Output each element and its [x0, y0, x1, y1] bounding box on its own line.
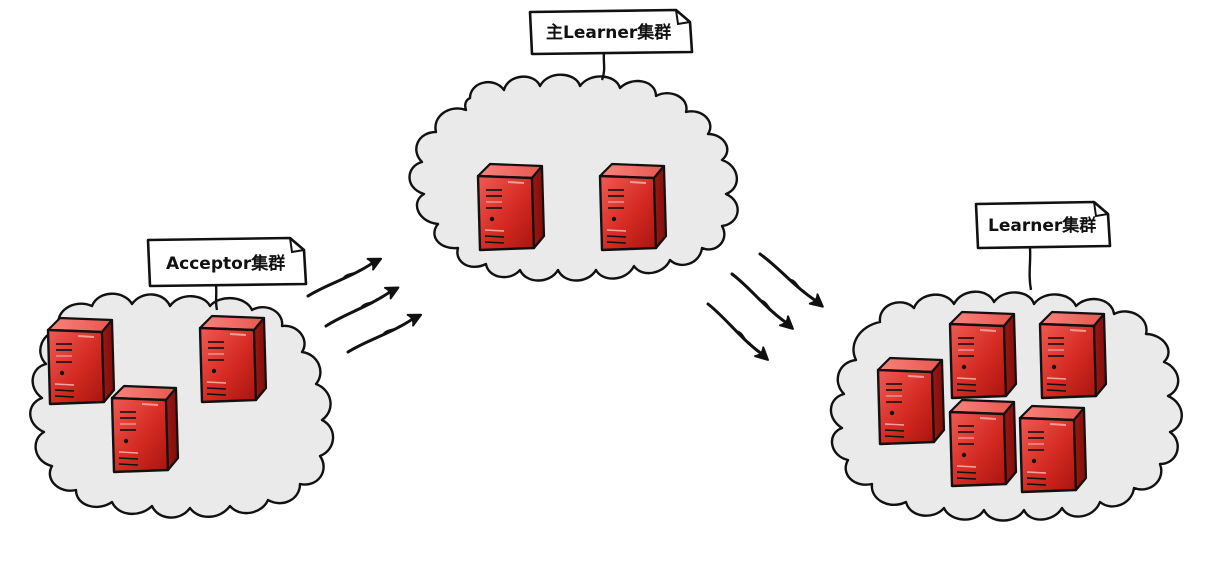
- acceptor-server-1: [46, 316, 116, 406]
- arrow-primary-learner-1: [754, 247, 829, 313]
- primary-learner-server-1: [476, 162, 546, 252]
- acceptor-cluster: Acceptor集群: [29, 236, 335, 519]
- acceptor-label-callout: Acceptor集群: [146, 236, 308, 311]
- primary-learner-cluster: 主Learner集群: [408, 8, 739, 282]
- primary-learner-label: 主Learner集群: [546, 22, 671, 43]
- arrow-acceptor-primary-2: [321, 280, 403, 333]
- primary-learner-label-callout: 主Learner集群: [528, 8, 694, 81]
- learner-server-2: [1038, 310, 1108, 400]
- primary-learner-cloud: [408, 73, 739, 282]
- arrow-acceptor-primary-1: [303, 251, 386, 303]
- arrow-acceptor-primary-3: [343, 307, 426, 359]
- arrow-primary-learner-3: [702, 298, 774, 366]
- acceptor-server-2: [198, 314, 268, 404]
- arrow-primary-learner-2: [726, 268, 799, 335]
- arrows-primary-to-learner: [702, 247, 829, 366]
- acceptor-server-3: [110, 384, 180, 474]
- acceptor-label: Acceptor集群: [166, 253, 285, 274]
- learner-cluster: Learner集群: [829, 200, 1183, 522]
- learner-label: Learner集群: [988, 215, 1096, 236]
- arrows-acceptor-to-primary: [303, 251, 426, 359]
- learner-label-callout: Learner集群: [974, 200, 1112, 291]
- learner-server-1: [948, 310, 1018, 400]
- learner-server-5: [1018, 404, 1088, 494]
- learner-server-3: [876, 356, 946, 446]
- primary-learner-server-2: [598, 162, 668, 252]
- learner-server-4: [948, 398, 1018, 488]
